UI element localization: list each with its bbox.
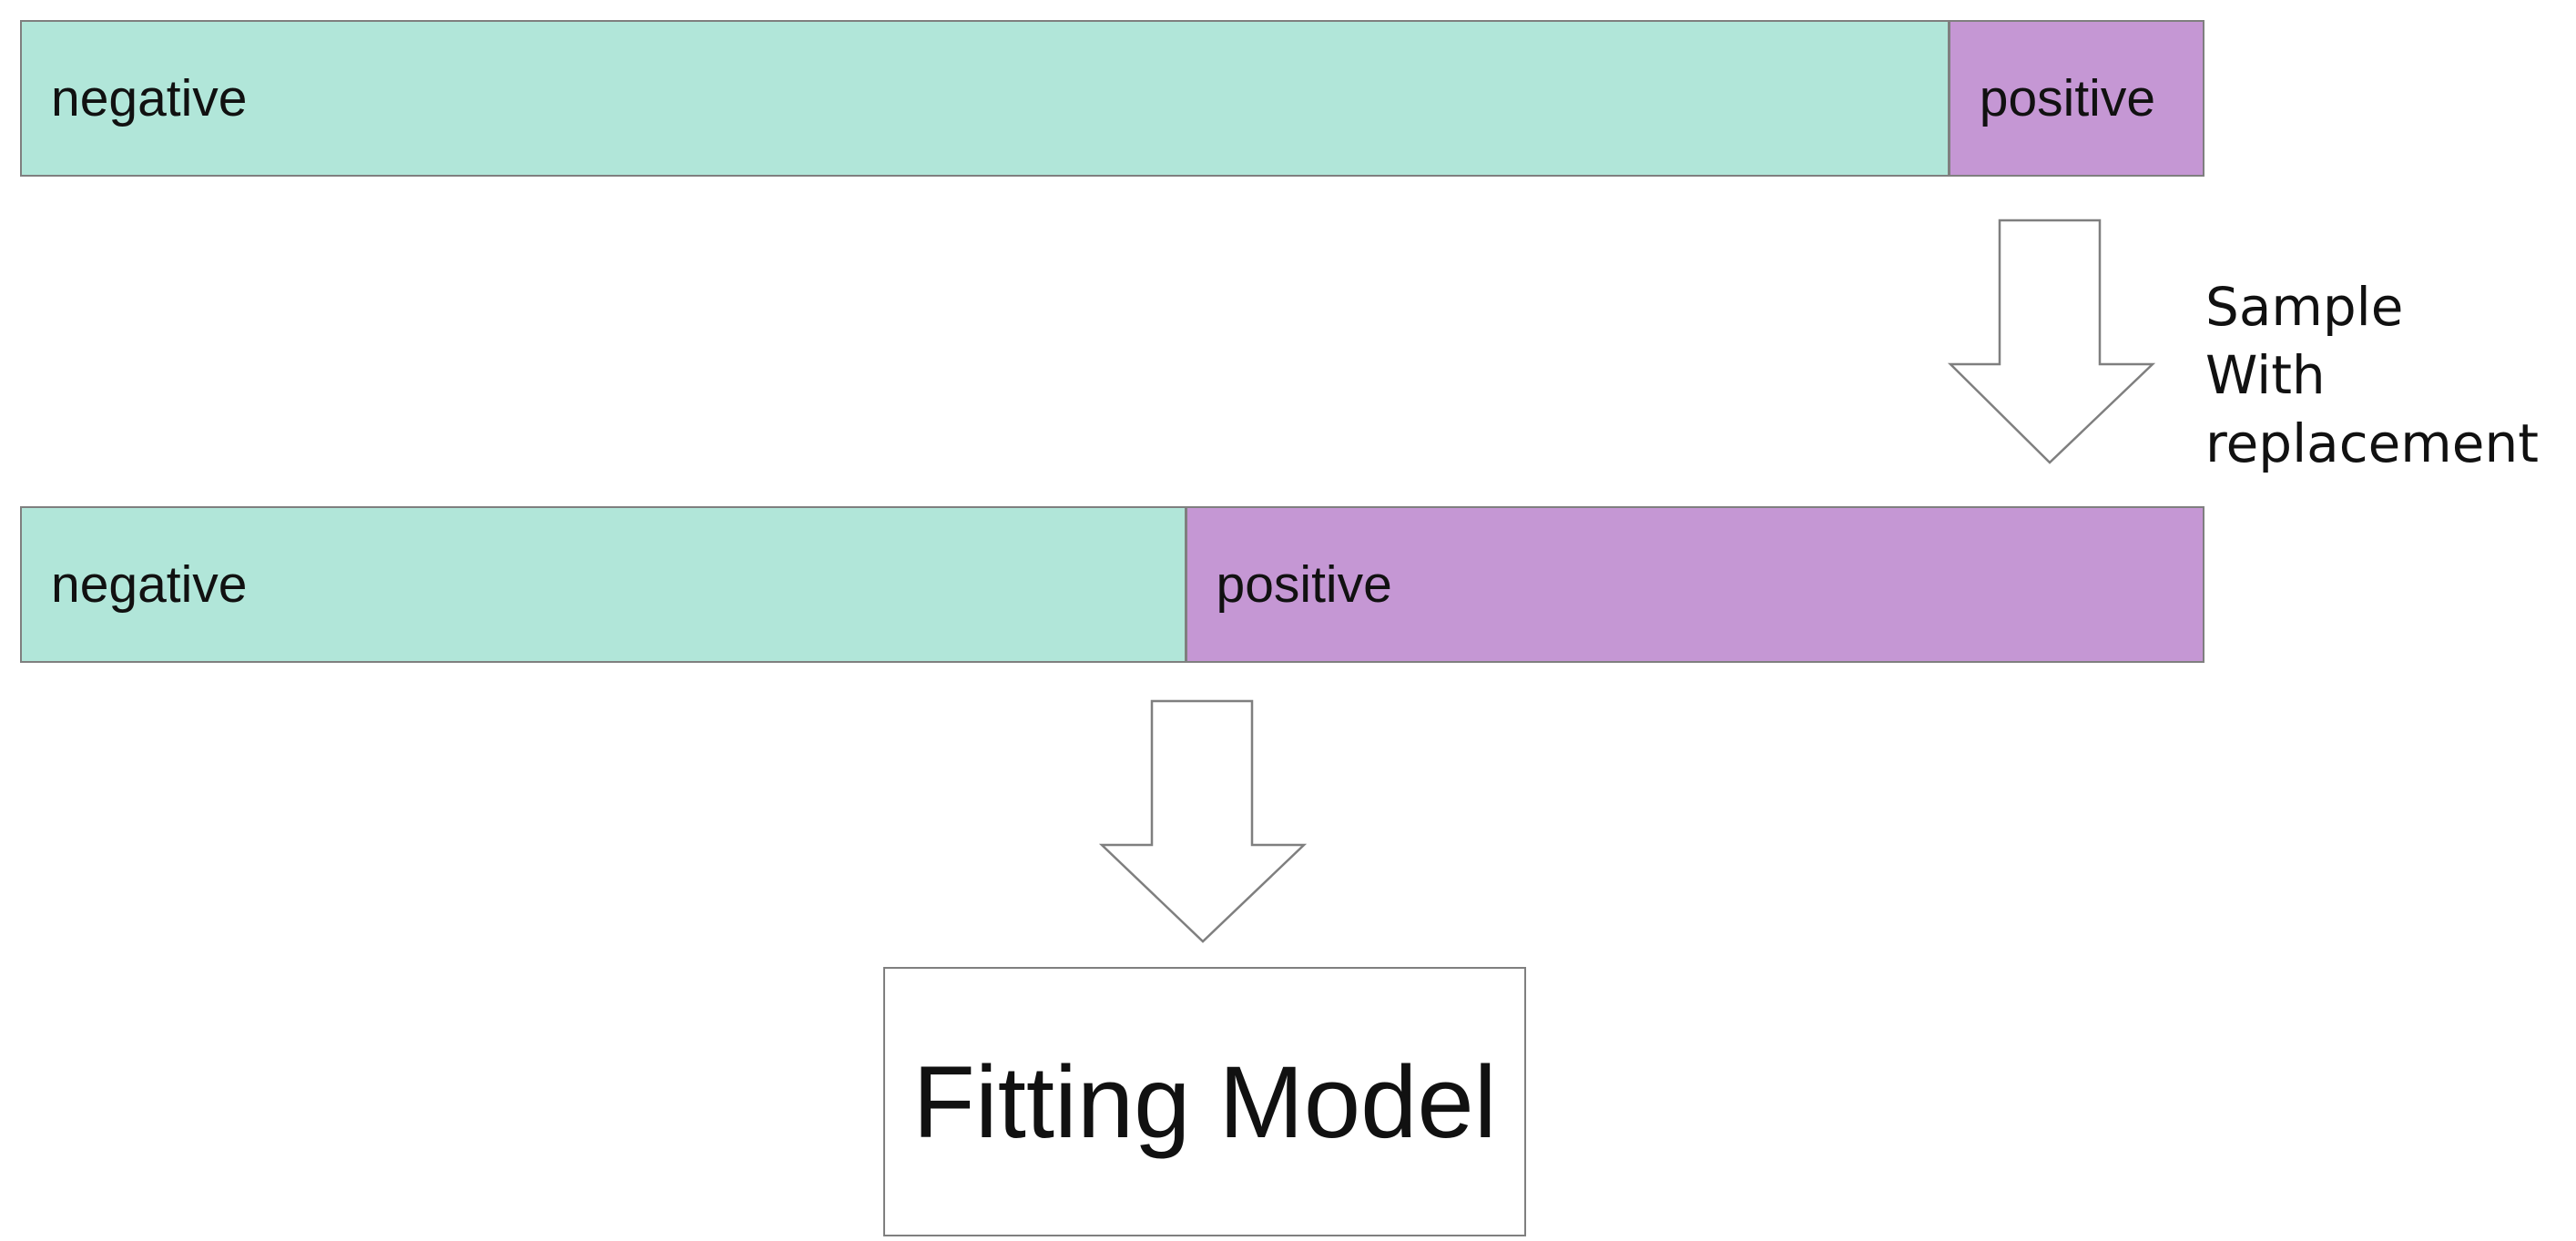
sampling-annotation: Sample With replacement bbox=[2205, 273, 2539, 478]
original-distribution-bar: negative positive bbox=[20, 20, 2204, 177]
sampling-line-1: Sample bbox=[2205, 276, 2404, 338]
top-negative-segment: negative bbox=[22, 22, 1948, 175]
resample-arrow-icon bbox=[1947, 219, 2156, 464]
fitting-model-label: Fitting Model bbox=[912, 1044, 1497, 1159]
bottom-negative-label: negative bbox=[51, 555, 248, 614]
sampling-line-3: replacement bbox=[2205, 412, 2539, 474]
bottom-positive-segment: positive bbox=[1184, 508, 2203, 661]
top-positive-label: positive bbox=[1979, 69, 2156, 127]
sampling-line-2: With bbox=[2205, 344, 2326, 406]
resampled-distribution-bar: negative positive bbox=[20, 506, 2204, 663]
fit-arrow-icon bbox=[1098, 699, 1308, 943]
fitting-model-box: Fitting Model bbox=[883, 967, 1526, 1236]
top-negative-label: negative bbox=[51, 69, 248, 127]
bottom-positive-label: positive bbox=[1216, 555, 1392, 614]
bottom-negative-segment: negative bbox=[22, 508, 1185, 661]
top-positive-segment: positive bbox=[1947, 22, 2203, 175]
